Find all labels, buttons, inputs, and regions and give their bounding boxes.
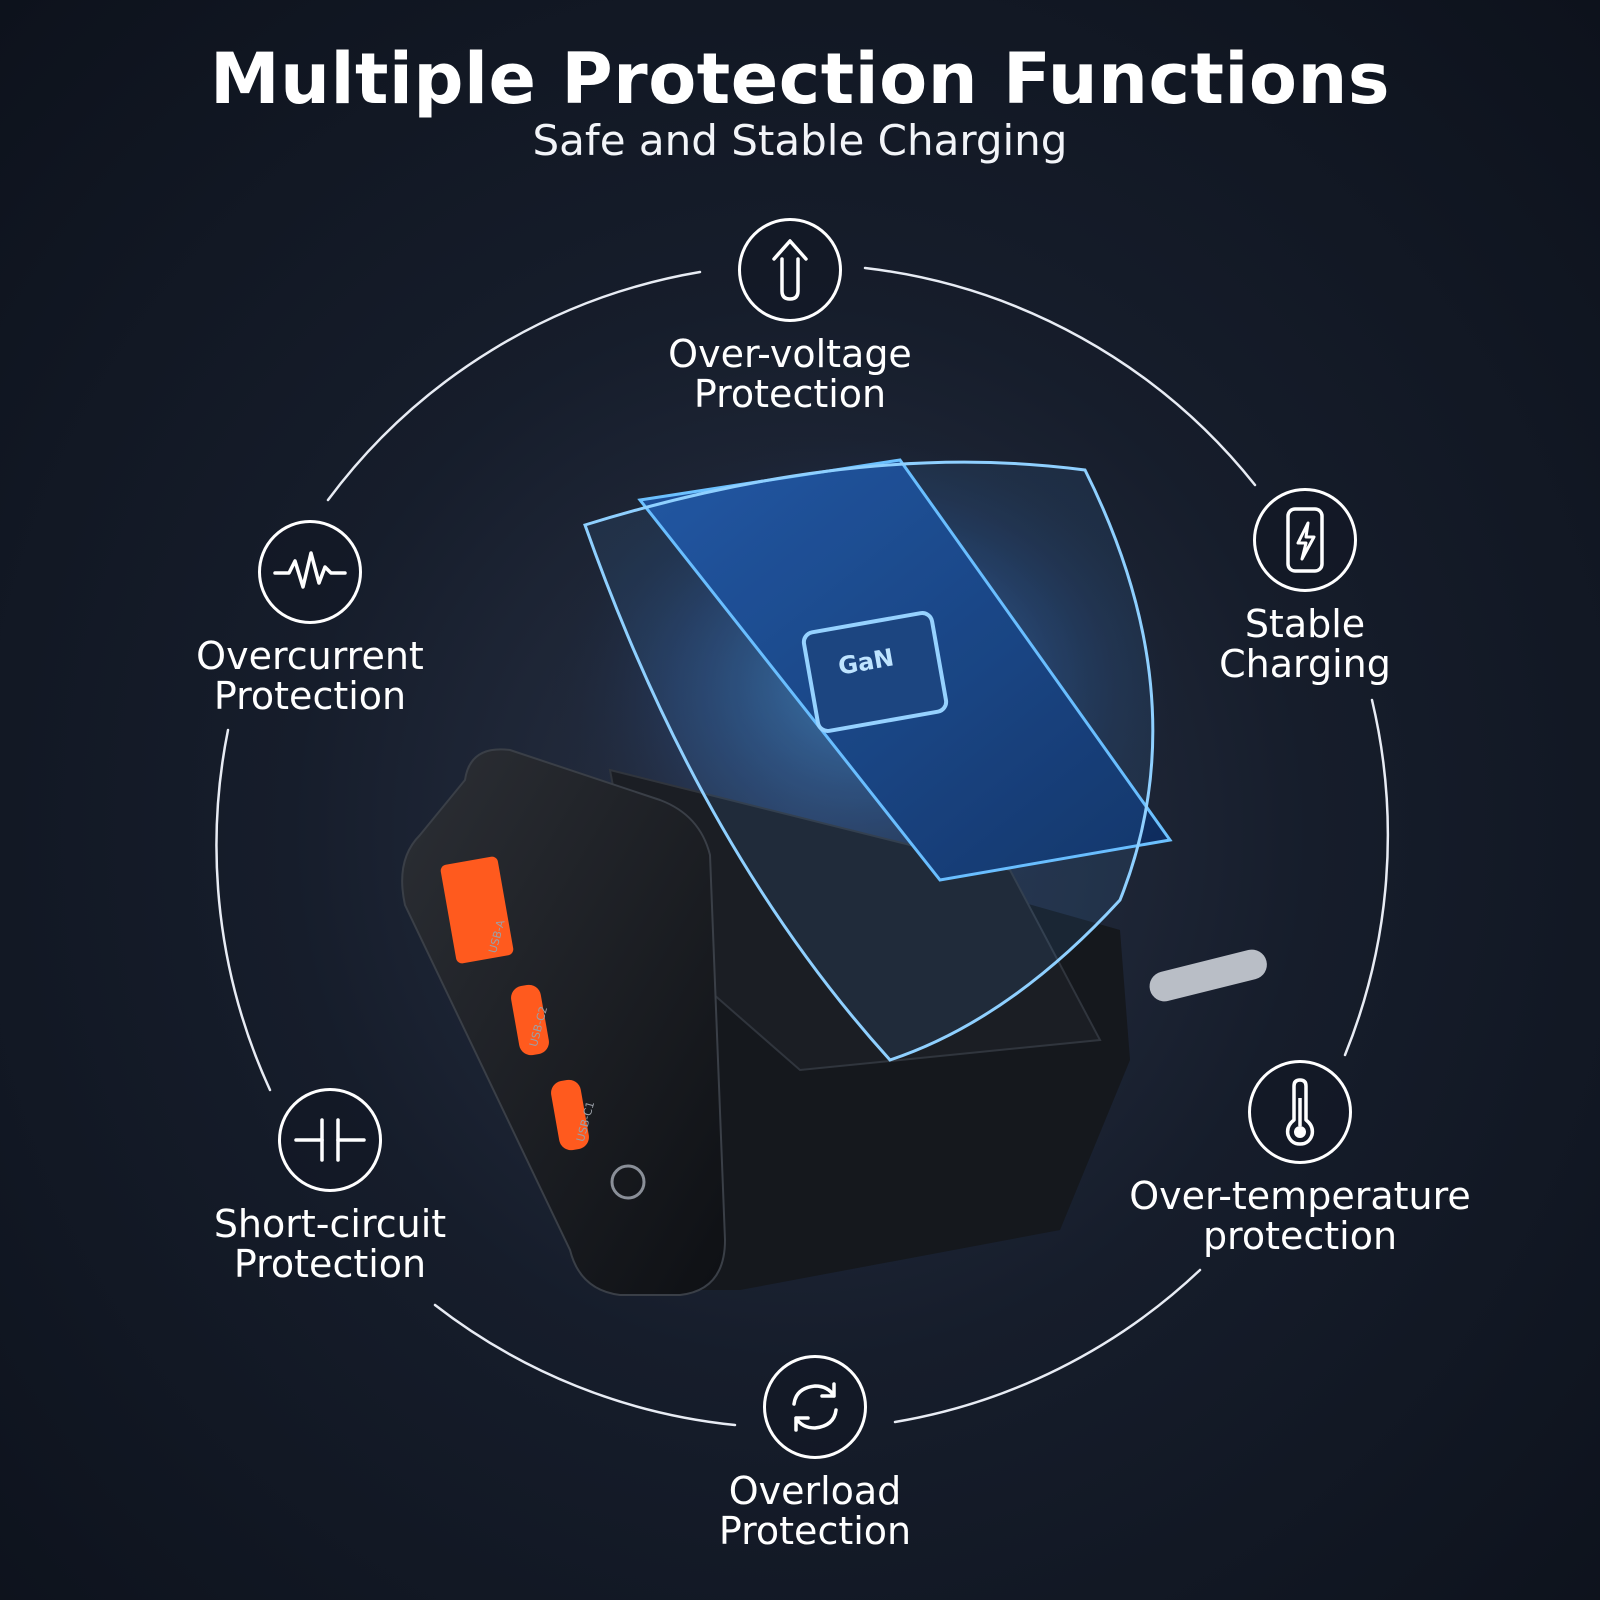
feature-over-voltage: Over-voltage Protection xyxy=(640,218,940,414)
feature-label-line1: Over-voltage xyxy=(668,332,912,376)
upload-arrow-icon xyxy=(738,218,842,322)
capacitor-icon xyxy=(278,1088,382,1192)
feature-label-line1: Short-circuit xyxy=(213,1202,447,1246)
feature-label-line1: Overcurrent xyxy=(196,634,424,678)
feature-label-line1: Over-temperature xyxy=(1129,1174,1471,1218)
thermometer-icon xyxy=(1248,1060,1352,1164)
page-title: Multiple Protection Functions xyxy=(209,38,1391,120)
feature-label-line2: Charging xyxy=(1219,642,1391,686)
feature-label-line1: Stable xyxy=(1244,602,1366,646)
feature-over-temperature: Over-temperature protection xyxy=(1120,1060,1480,1256)
phone-bolt-icon xyxy=(1253,488,1357,592)
feature-label-line2: Protection xyxy=(693,372,887,416)
feature-overload: Overload Protection xyxy=(665,1355,965,1551)
charger-illustration xyxy=(401,420,1267,1296)
feature-label-line2: Protection xyxy=(213,674,407,718)
pulse-wave-icon xyxy=(258,520,362,624)
page-subtitle: Safe and Stable Charging xyxy=(532,116,1068,165)
feature-label-line2: Protection xyxy=(718,1509,912,1553)
feature-overcurrent: Overcurrent Protection xyxy=(160,520,460,716)
sync-arrows-icon xyxy=(763,1355,867,1459)
feature-stable-charging: Stable Charging xyxy=(1165,488,1445,684)
feature-label-line2: protection xyxy=(1202,1214,1398,1258)
feature-label-line2: Protection xyxy=(233,1242,427,1286)
feature-label-line1: Overload xyxy=(728,1469,902,1513)
feature-short-circuit: Short-circuit Protection xyxy=(175,1088,485,1284)
